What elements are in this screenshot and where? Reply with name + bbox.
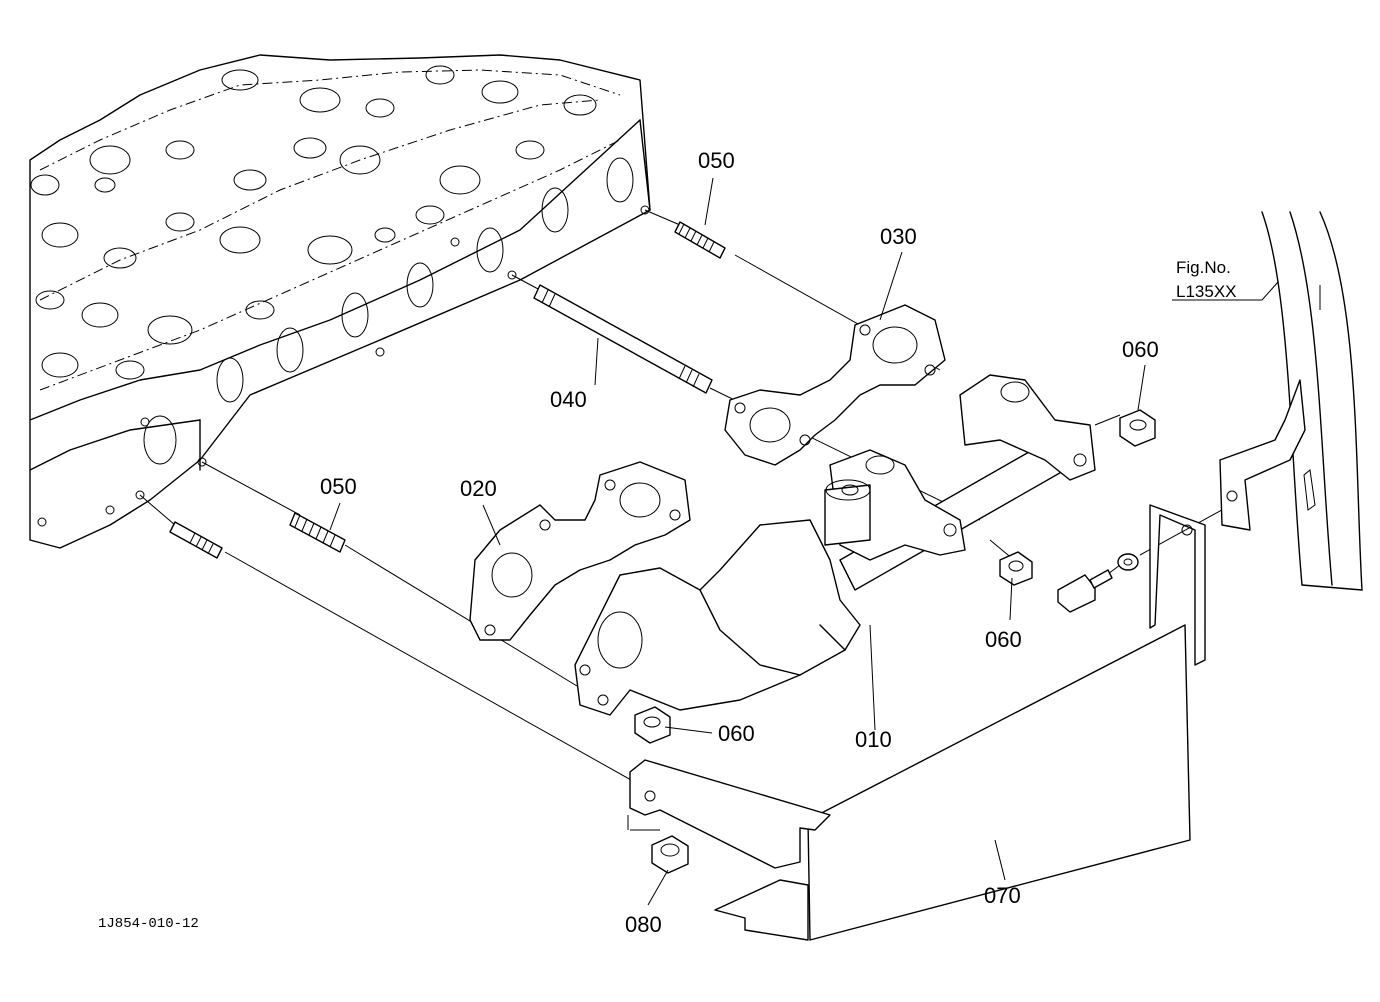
callout-060-middle: 060 (985, 627, 1022, 652)
callout-040: 040 (550, 387, 587, 412)
callout-060-right: 060 (1122, 337, 1159, 362)
figure-reference-label: Fig.No. (1176, 258, 1231, 277)
stud-050-lower (289, 512, 346, 553)
cylinder-head (29, 54, 651, 549)
gasket-030 (724, 304, 946, 466)
callout-030: 030 (880, 224, 917, 249)
callout-080: 080 (625, 912, 662, 937)
stud-050-upper (674, 221, 726, 259)
callout-leaders (329, 177, 1279, 906)
exhaust-manifold-010 (574, 374, 1096, 716)
stud-short (169, 521, 223, 559)
callout-010: 010 (855, 727, 892, 752)
heat-shield-070 (629, 504, 1206, 941)
nut-060-right (1119, 409, 1156, 447)
engine-side-bracket (1219, 211, 1363, 591)
callout-020: 020 (460, 476, 497, 501)
figure-reference-number: L135XX (1176, 282, 1237, 301)
callout-050-lower: 050 (320, 474, 357, 499)
drawing-code: 1J854-010-12 (98, 916, 199, 932)
nut-080 (651, 835, 689, 874)
bolt-and-washer (1057, 553, 1139, 613)
callout-050-upper: 050 (698, 148, 735, 173)
callout-070: 070 (984, 883, 1021, 908)
nut-060-lower (634, 706, 671, 744)
long-stud-040 (533, 284, 713, 394)
callout-060-lower: 060 (718, 721, 755, 746)
gasket-020 (469, 461, 691, 641)
nut-060-middle (999, 551, 1033, 586)
